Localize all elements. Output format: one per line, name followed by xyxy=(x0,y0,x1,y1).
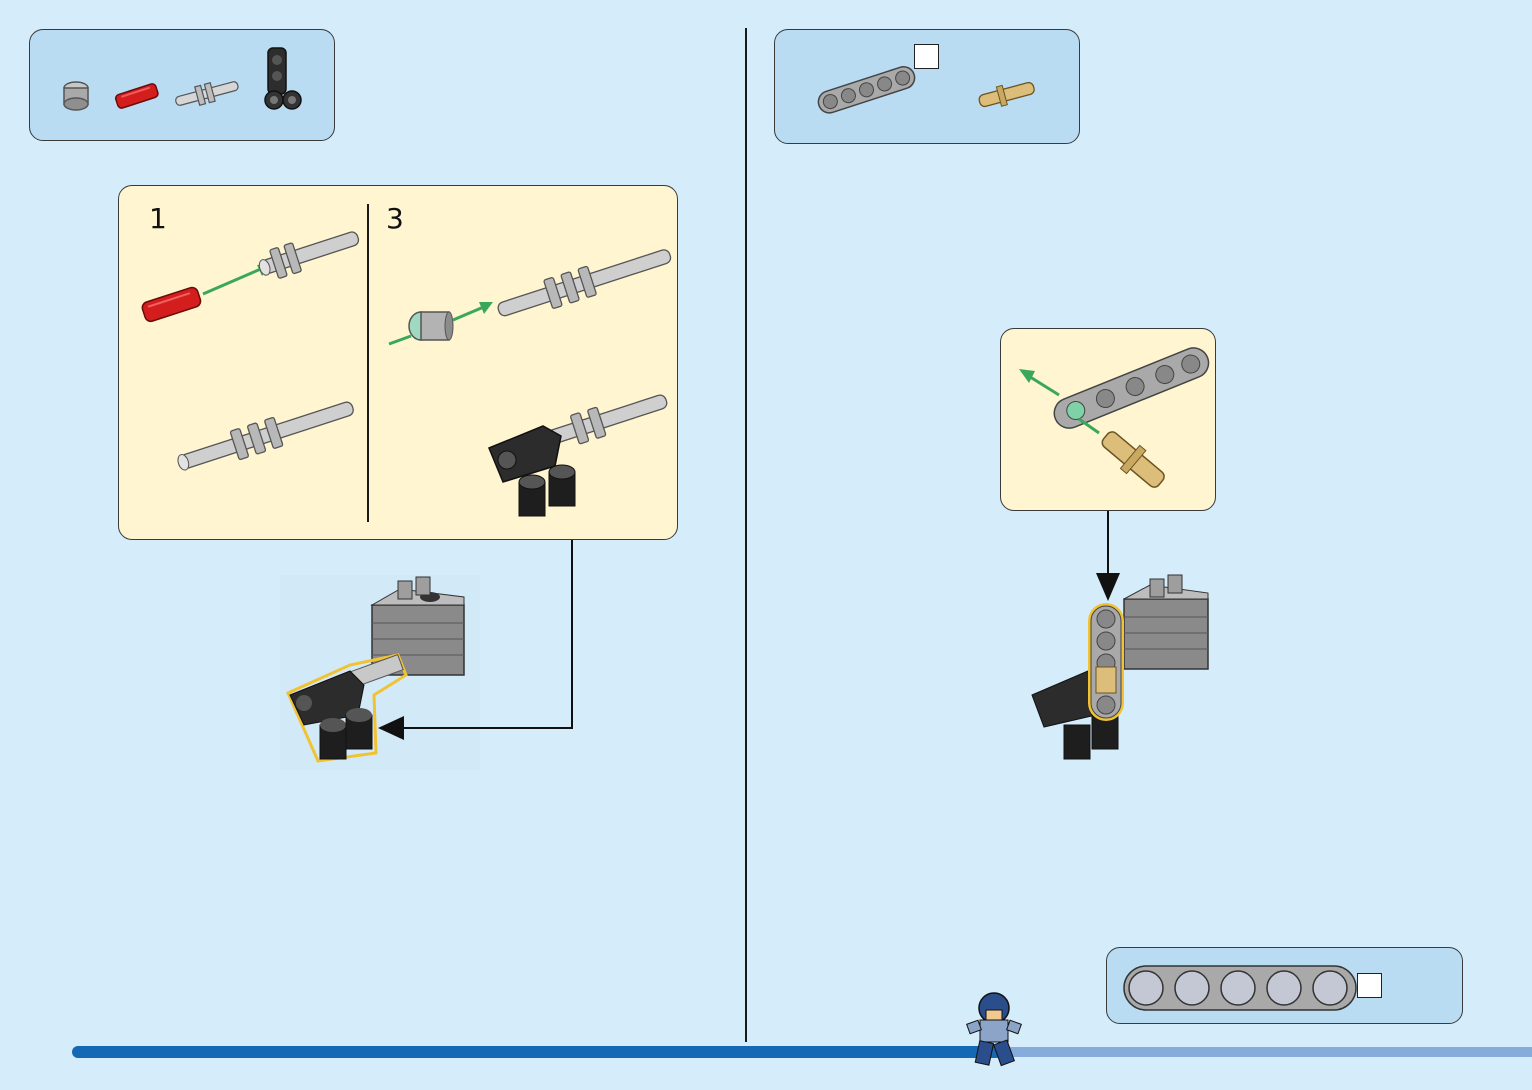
page-divider xyxy=(745,28,747,1042)
progress-bar-done xyxy=(72,1046,1002,1058)
substep1-top-illustration xyxy=(133,216,363,336)
callout-connector-arrow xyxy=(378,540,578,740)
progress-bar-remaining xyxy=(1000,1047,1532,1057)
step-callout-right xyxy=(1000,328,1216,511)
ruler-count-box xyxy=(1357,973,1382,998)
substep3-top-illustration xyxy=(381,216,671,356)
ruler-callout xyxy=(1106,947,1463,1024)
bush-part-icon xyxy=(60,78,100,118)
parts-callout-right xyxy=(774,29,1080,144)
assembly-arrow-green xyxy=(203,268,263,294)
substep3-result-illustration xyxy=(483,386,683,536)
parts-callout-left xyxy=(29,29,335,141)
bush-illustration xyxy=(409,312,453,340)
gray-brick-stack-right xyxy=(1124,575,1208,669)
tan-pin-part-icon xyxy=(975,76,1045,116)
red-axle-part-icon xyxy=(112,78,172,118)
part-count-box xyxy=(914,44,939,69)
beam-5-part-icon xyxy=(813,62,923,122)
highlighted-beam xyxy=(1088,603,1124,721)
pin-connector-part-icon xyxy=(256,44,306,114)
minifigure-icon xyxy=(964,990,1024,1070)
beam-5-actual-size-icon xyxy=(1122,962,1362,1012)
substep-panel: 1 3 xyxy=(118,185,678,540)
main-assembly-right xyxy=(1028,575,1218,765)
axle-pin-part-icon xyxy=(173,74,243,114)
axle-pin-illustration xyxy=(255,223,362,283)
beam-and-pin-illustration xyxy=(1001,329,1217,512)
substep1-result-illustration xyxy=(171,386,371,486)
red-axle-illustration xyxy=(141,286,202,323)
